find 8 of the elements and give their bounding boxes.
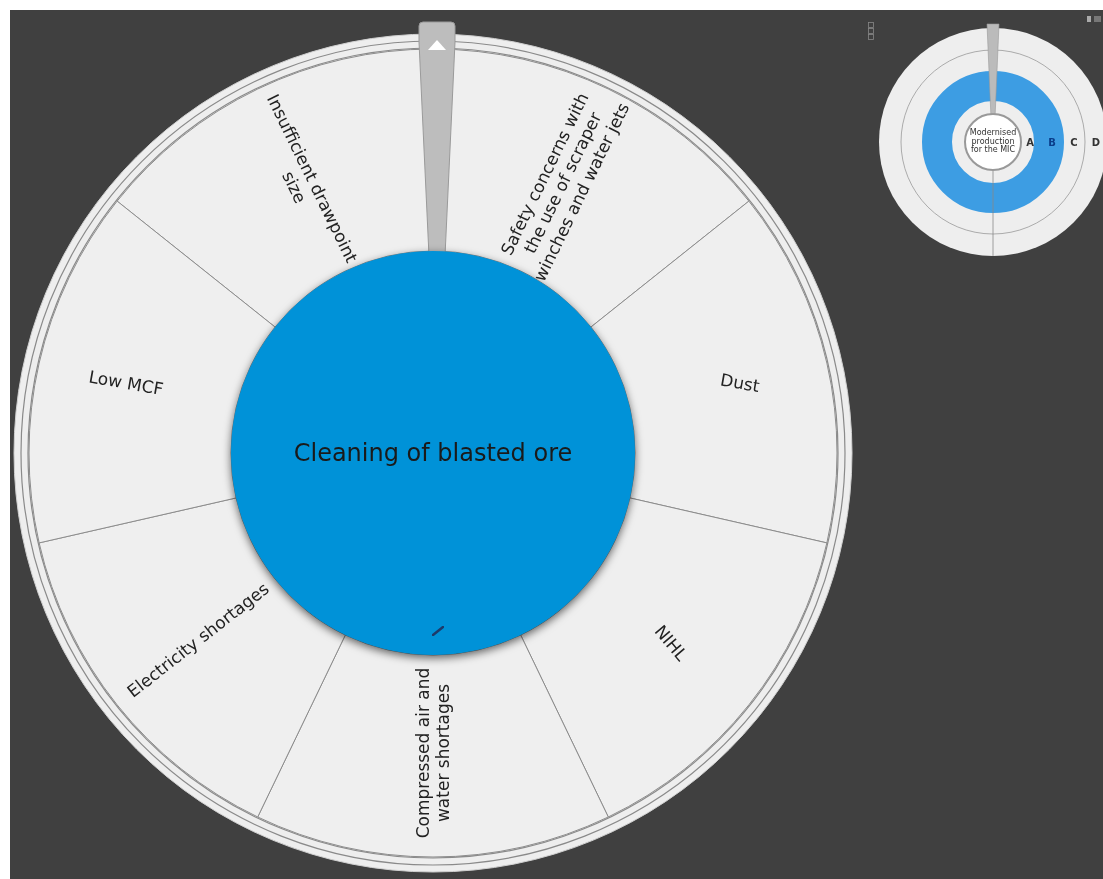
minimap-title: Modernised production for the MIC: [968, 128, 1018, 156]
center-title: Cleaning of blasted ore: [293, 439, 573, 467]
segment-label: Compressed air and water shortages: [412, 666, 454, 841]
segment-label: Low MCF: [86, 365, 166, 402]
ring-letter: B: [1048, 136, 1056, 148]
ring-letter: C: [1070, 136, 1078, 148]
segment-label: Dust: [718, 368, 763, 398]
ring-letter: D: [1091, 136, 1101, 148]
